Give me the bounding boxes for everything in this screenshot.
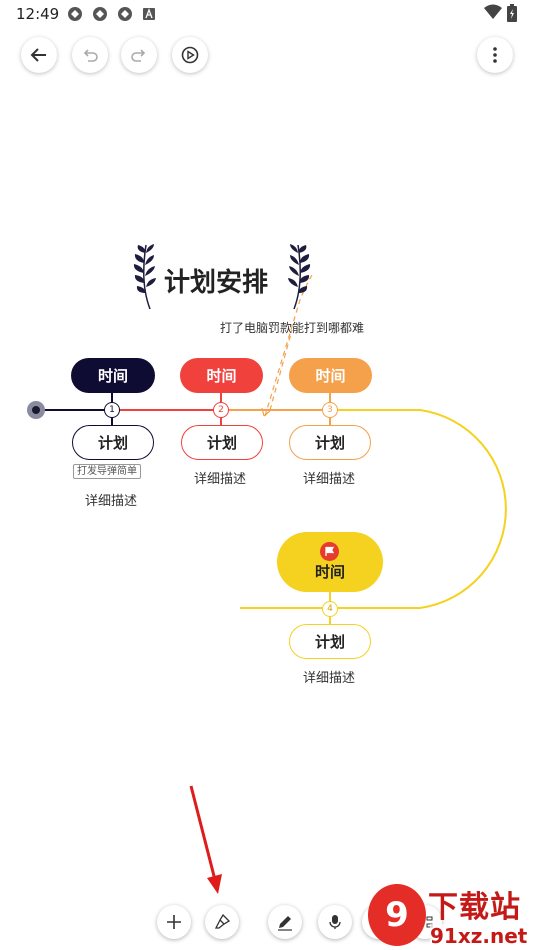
node-4-desc[interactable]: 详细描述 bbox=[303, 671, 356, 686]
brush-icon bbox=[214, 913, 231, 929]
status-bar: 12:49 bbox=[0, 0, 534, 28]
pen-button[interactable] bbox=[268, 905, 302, 939]
node-1-tag[interactable]: 打发导弹简单 bbox=[73, 464, 141, 479]
node-4-plan[interactable]: 计划 bbox=[289, 624, 371, 659]
watermark: 9 下载站 91xz.net bbox=[360, 880, 534, 950]
node-4-time-container[interactable]: 时间 bbox=[277, 532, 383, 592]
redo-icon bbox=[131, 49, 146, 62]
laurel-left-icon bbox=[133, 244, 156, 310]
node-4-time: 时间 bbox=[314, 562, 345, 581]
status-time: 12:49 bbox=[16, 5, 60, 23]
node-2-time[interactable]: 时间 bbox=[180, 358, 263, 393]
redo-button[interactable] bbox=[121, 37, 157, 73]
watermark-text: 下载站 bbox=[428, 890, 521, 925]
add-button[interactable] bbox=[157, 905, 191, 939]
mic-icon bbox=[329, 915, 341, 929]
play-button[interactable] bbox=[172, 37, 208, 73]
add-icon bbox=[167, 915, 181, 929]
back-button[interactable] bbox=[21, 37, 57, 73]
node-3-number: 3 bbox=[322, 402, 338, 418]
sync-icon bbox=[68, 7, 82, 21]
more-vert-icon bbox=[493, 47, 497, 63]
laurel-right-icon bbox=[288, 244, 311, 310]
node-2-number: 2 bbox=[213, 402, 229, 418]
play-icon bbox=[181, 46, 199, 64]
node-1-time[interactable]: 时间 bbox=[71, 358, 155, 393]
node-1-plan[interactable]: 计划 bbox=[72, 425, 154, 460]
battery-icon bbox=[507, 4, 517, 22]
node-1-desc[interactable]: 详细描述 bbox=[85, 494, 138, 509]
node-2-plan[interactable]: 计划 bbox=[181, 425, 263, 460]
node-3-time[interactable]: 时间 bbox=[289, 358, 372, 393]
node-3-desc[interactable]: 详细描述 bbox=[303, 472, 356, 487]
a-badge-icon bbox=[143, 8, 155, 20]
watermark-logo-icon: 9 bbox=[368, 884, 426, 946]
undo-icon bbox=[83, 49, 98, 62]
brush-button[interactable] bbox=[205, 905, 239, 939]
mindmap-title[interactable]: 计划安排 bbox=[164, 268, 269, 298]
red-arrow-pointer bbox=[189, 785, 222, 894]
mic-button[interactable] bbox=[318, 905, 352, 939]
sync-icon bbox=[118, 7, 132, 21]
node-3-plan[interactable]: 计划 bbox=[289, 425, 371, 460]
back-arrow-icon bbox=[30, 48, 46, 62]
node-1-number: 1 bbox=[104, 402, 120, 418]
sync-icon bbox=[93, 7, 107, 21]
watermark-url: 91xz.net bbox=[430, 924, 528, 948]
node-4-number: 4 bbox=[322, 601, 338, 617]
more-button[interactable] bbox=[477, 37, 513, 73]
annotation-text[interactable]: 打了电脑罚款能打到哪都难 bbox=[220, 321, 365, 335]
undo-button[interactable] bbox=[72, 37, 108, 73]
wifi-icon bbox=[484, 4, 502, 19]
flag-icon bbox=[320, 542, 339, 561]
node-2-desc[interactable]: 详细描述 bbox=[194, 472, 247, 487]
root-dot[interactable] bbox=[27, 401, 45, 419]
pen-icon bbox=[278, 916, 292, 931]
